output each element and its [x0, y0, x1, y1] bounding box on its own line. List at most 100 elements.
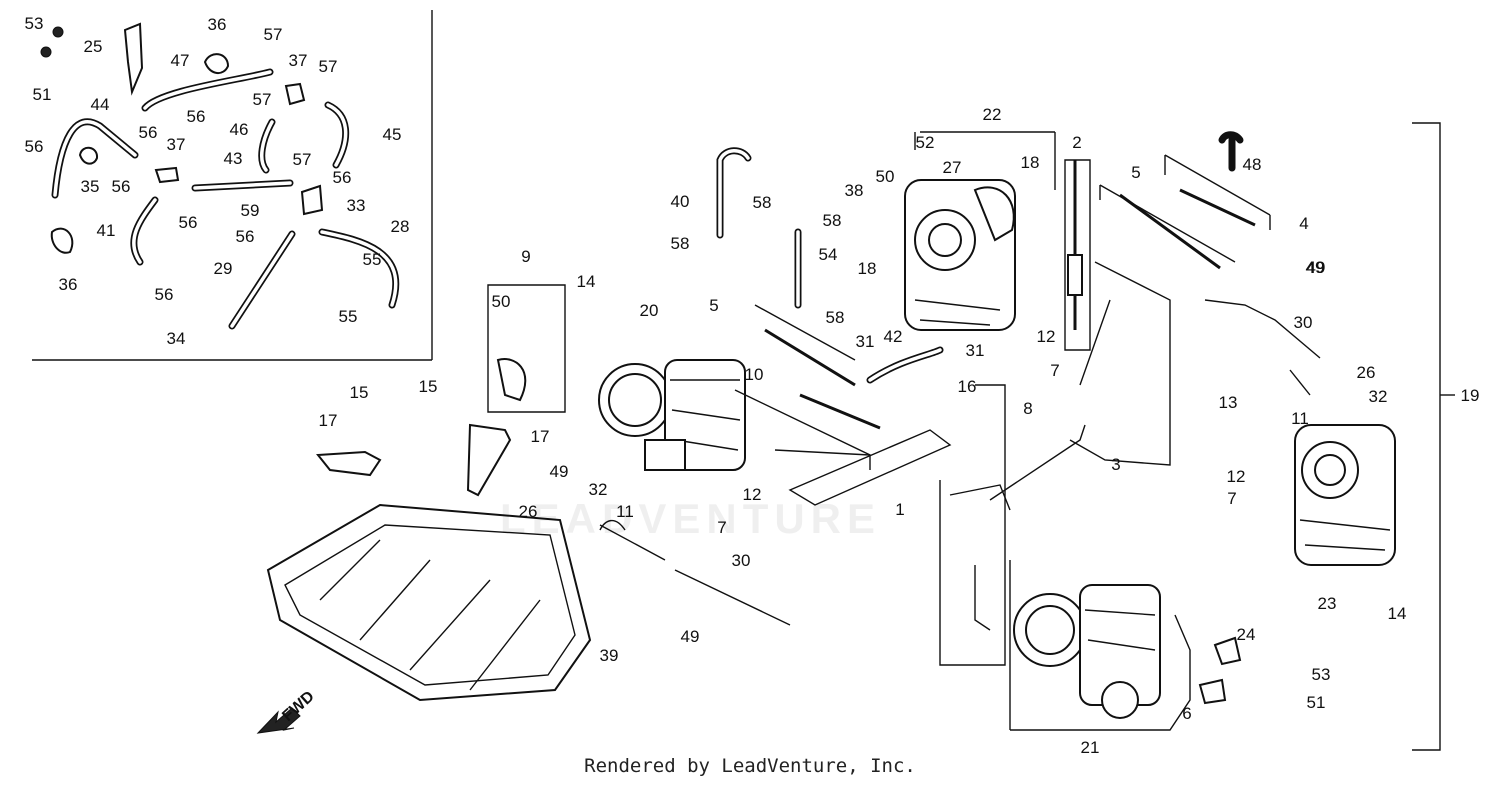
- fwd-arrow: FWD: [256, 688, 318, 734]
- callout-15: 15: [419, 377, 438, 396]
- callout-15: 15: [350, 383, 369, 402]
- callout-51: 51: [33, 85, 52, 104]
- callout-51: 51: [1307, 693, 1326, 712]
- callout-9: 9: [521, 247, 530, 266]
- callout-14: 14: [1388, 604, 1407, 623]
- callout-30: 30: [732, 551, 751, 570]
- linkages: [316, 131, 1321, 705]
- carburetor-23: [1294, 424, 1396, 566]
- callout-44: 44: [91, 95, 110, 114]
- callout-17: 17: [531, 427, 550, 446]
- callout-56: 56: [333, 168, 352, 187]
- callout-14: 14: [577, 272, 596, 291]
- callout-18: 18: [1021, 153, 1040, 172]
- callout-33: 33: [347, 196, 366, 215]
- callout-28: 28: [391, 217, 410, 236]
- callout-21: 21: [1081, 738, 1100, 757]
- callout-47: 47: [171, 51, 190, 70]
- callout-56: 56: [236, 227, 255, 246]
- callout-29: 29: [214, 259, 233, 278]
- callout-16: 16: [958, 377, 977, 396]
- callout-5: 5: [1131, 163, 1140, 182]
- callout-8: 8: [1023, 399, 1032, 418]
- callout-43: 43: [224, 149, 243, 168]
- callout-56: 56: [155, 285, 174, 304]
- callout-52: 52: [916, 133, 935, 152]
- callout-32: 32: [1369, 387, 1388, 406]
- fwd-label: FWD: [279, 688, 317, 725]
- callout-17: 17: [319, 411, 338, 430]
- callout-26: 26: [519, 502, 538, 521]
- callout-54: 54: [819, 245, 838, 264]
- callout-58: 58: [823, 211, 842, 230]
- callout-53: 53: [1312, 665, 1331, 684]
- callout-5: 5: [709, 296, 718, 315]
- callout-10: 10: [745, 365, 764, 384]
- callout-11: 11: [616, 502, 634, 521]
- carburetor-22: [904, 179, 1016, 331]
- callout-18: 18: [858, 259, 877, 278]
- footer-credit: Rendered by LeadVenture, Inc.: [584, 755, 916, 777]
- callout-35: 35: [81, 177, 100, 196]
- callout-2: 2: [1072, 133, 1081, 152]
- callout-22: 22: [983, 105, 1002, 124]
- callout-3: 3: [1111, 455, 1120, 474]
- callout-49: 49: [550, 462, 569, 481]
- callout-49: 49: [681, 627, 700, 646]
- callout-4: 4: [1299, 214, 1308, 233]
- carburetor-20: [598, 359, 746, 471]
- callout-36: 36: [208, 15, 227, 34]
- callout-13: 13: [1219, 393, 1238, 412]
- callout-48: 48: [1243, 155, 1262, 174]
- callout-58: 58: [826, 308, 845, 327]
- callout-56: 56: [112, 177, 131, 196]
- callout-56: 56: [179, 213, 198, 232]
- callout-12: 12: [1037, 327, 1056, 346]
- callout-12: 12: [743, 485, 762, 504]
- callout-31: 31: [966, 341, 985, 360]
- callout-56: 56: [25, 137, 44, 156]
- callout-46: 46: [230, 120, 249, 139]
- callout-58: 58: [671, 234, 690, 253]
- callout-57: 57: [319, 57, 338, 76]
- callout-11: 11: [1291, 409, 1309, 428]
- callout-57: 57: [293, 150, 312, 169]
- callout-41: 41: [97, 221, 116, 240]
- hose-routing-inset: [32, 10, 433, 361]
- callout-7: 7: [717, 518, 726, 537]
- callout-30: 30: [1294, 313, 1313, 332]
- watermark: LEADVENTURE: [500, 495, 882, 542]
- callout-32: 32: [589, 480, 608, 499]
- callout-49: 49: [1307, 258, 1326, 277]
- air-chamber-39: [266, 503, 592, 702]
- carburetor-bodies: [598, 179, 1396, 719]
- callout-56: 56: [139, 123, 158, 142]
- callout-40: 40: [671, 192, 690, 211]
- callout-27: 27: [943, 158, 962, 177]
- callout-19: 19: [1461, 386, 1480, 405]
- callout-24: 24: [1237, 625, 1256, 644]
- carburetor-21: [1013, 584, 1161, 719]
- callout-36: 36: [59, 275, 78, 294]
- callout-50: 50: [876, 167, 895, 186]
- callout-1: 1: [895, 500, 904, 519]
- callout-49: 49: [1306, 258, 1325, 277]
- callout-56: 56: [187, 107, 206, 126]
- callout-58: 58: [753, 193, 772, 212]
- callout-55: 55: [339, 307, 358, 326]
- callout-25: 25: [84, 37, 103, 56]
- callout-53: 53: [25, 14, 44, 33]
- callout-26: 26: [1357, 363, 1376, 382]
- callout-37: 37: [289, 51, 308, 70]
- callout-6: 6: [1182, 704, 1191, 723]
- callout-55: 55: [363, 250, 382, 269]
- callout-34: 34: [167, 329, 186, 348]
- callout-57: 57: [264, 25, 283, 44]
- callout-12: 12: [1227, 467, 1246, 486]
- callout-38: 38: [845, 181, 864, 200]
- callout-57: 57: [253, 90, 272, 109]
- callout-37: 37: [167, 135, 186, 154]
- callout-42: 42: [884, 327, 903, 346]
